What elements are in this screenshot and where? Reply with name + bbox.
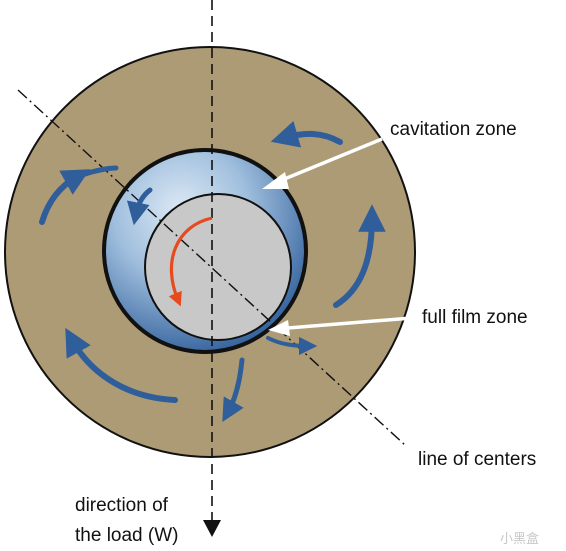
- lubricant-flow-arrow-icon: [79, 165, 119, 178]
- lubricant-flow-arrow-icon: [270, 120, 343, 148]
- cavitation-zone-label: cavitation zone: [390, 119, 517, 140]
- line-of-centers-label: line of centers: [418, 449, 536, 470]
- load-direction-label-line2: the load (W): [75, 525, 178, 546]
- shaft-rotation-arrow-icon: [168, 216, 213, 307]
- lubricant-flow-arrows: [39, 120, 386, 422]
- lubricant-flow-arrow-icon: [333, 204, 386, 308]
- pointer-cavitation-zone: [262, 137, 383, 189]
- shaft: [144, 193, 292, 341]
- lubricant-flow-arrow-icon: [126, 187, 153, 226]
- pointer-full-film-zone: [268, 316, 413, 336]
- watermark: 小黑盒: [500, 531, 539, 547]
- lubricant-flow-arrow-icon: [39, 169, 91, 225]
- lubricant-flow-arrow-icon: [222, 357, 245, 422]
- lubricant-flow-arrow-icon: [65, 327, 178, 403]
- lubricant-flow-arrow-icon: [266, 336, 318, 356]
- full-film-zone-label: full film zone: [422, 307, 528, 328]
- load-direction-arrowhead-icon: [203, 520, 221, 537]
- load-direction-label-line1: direction of: [75, 495, 169, 516]
